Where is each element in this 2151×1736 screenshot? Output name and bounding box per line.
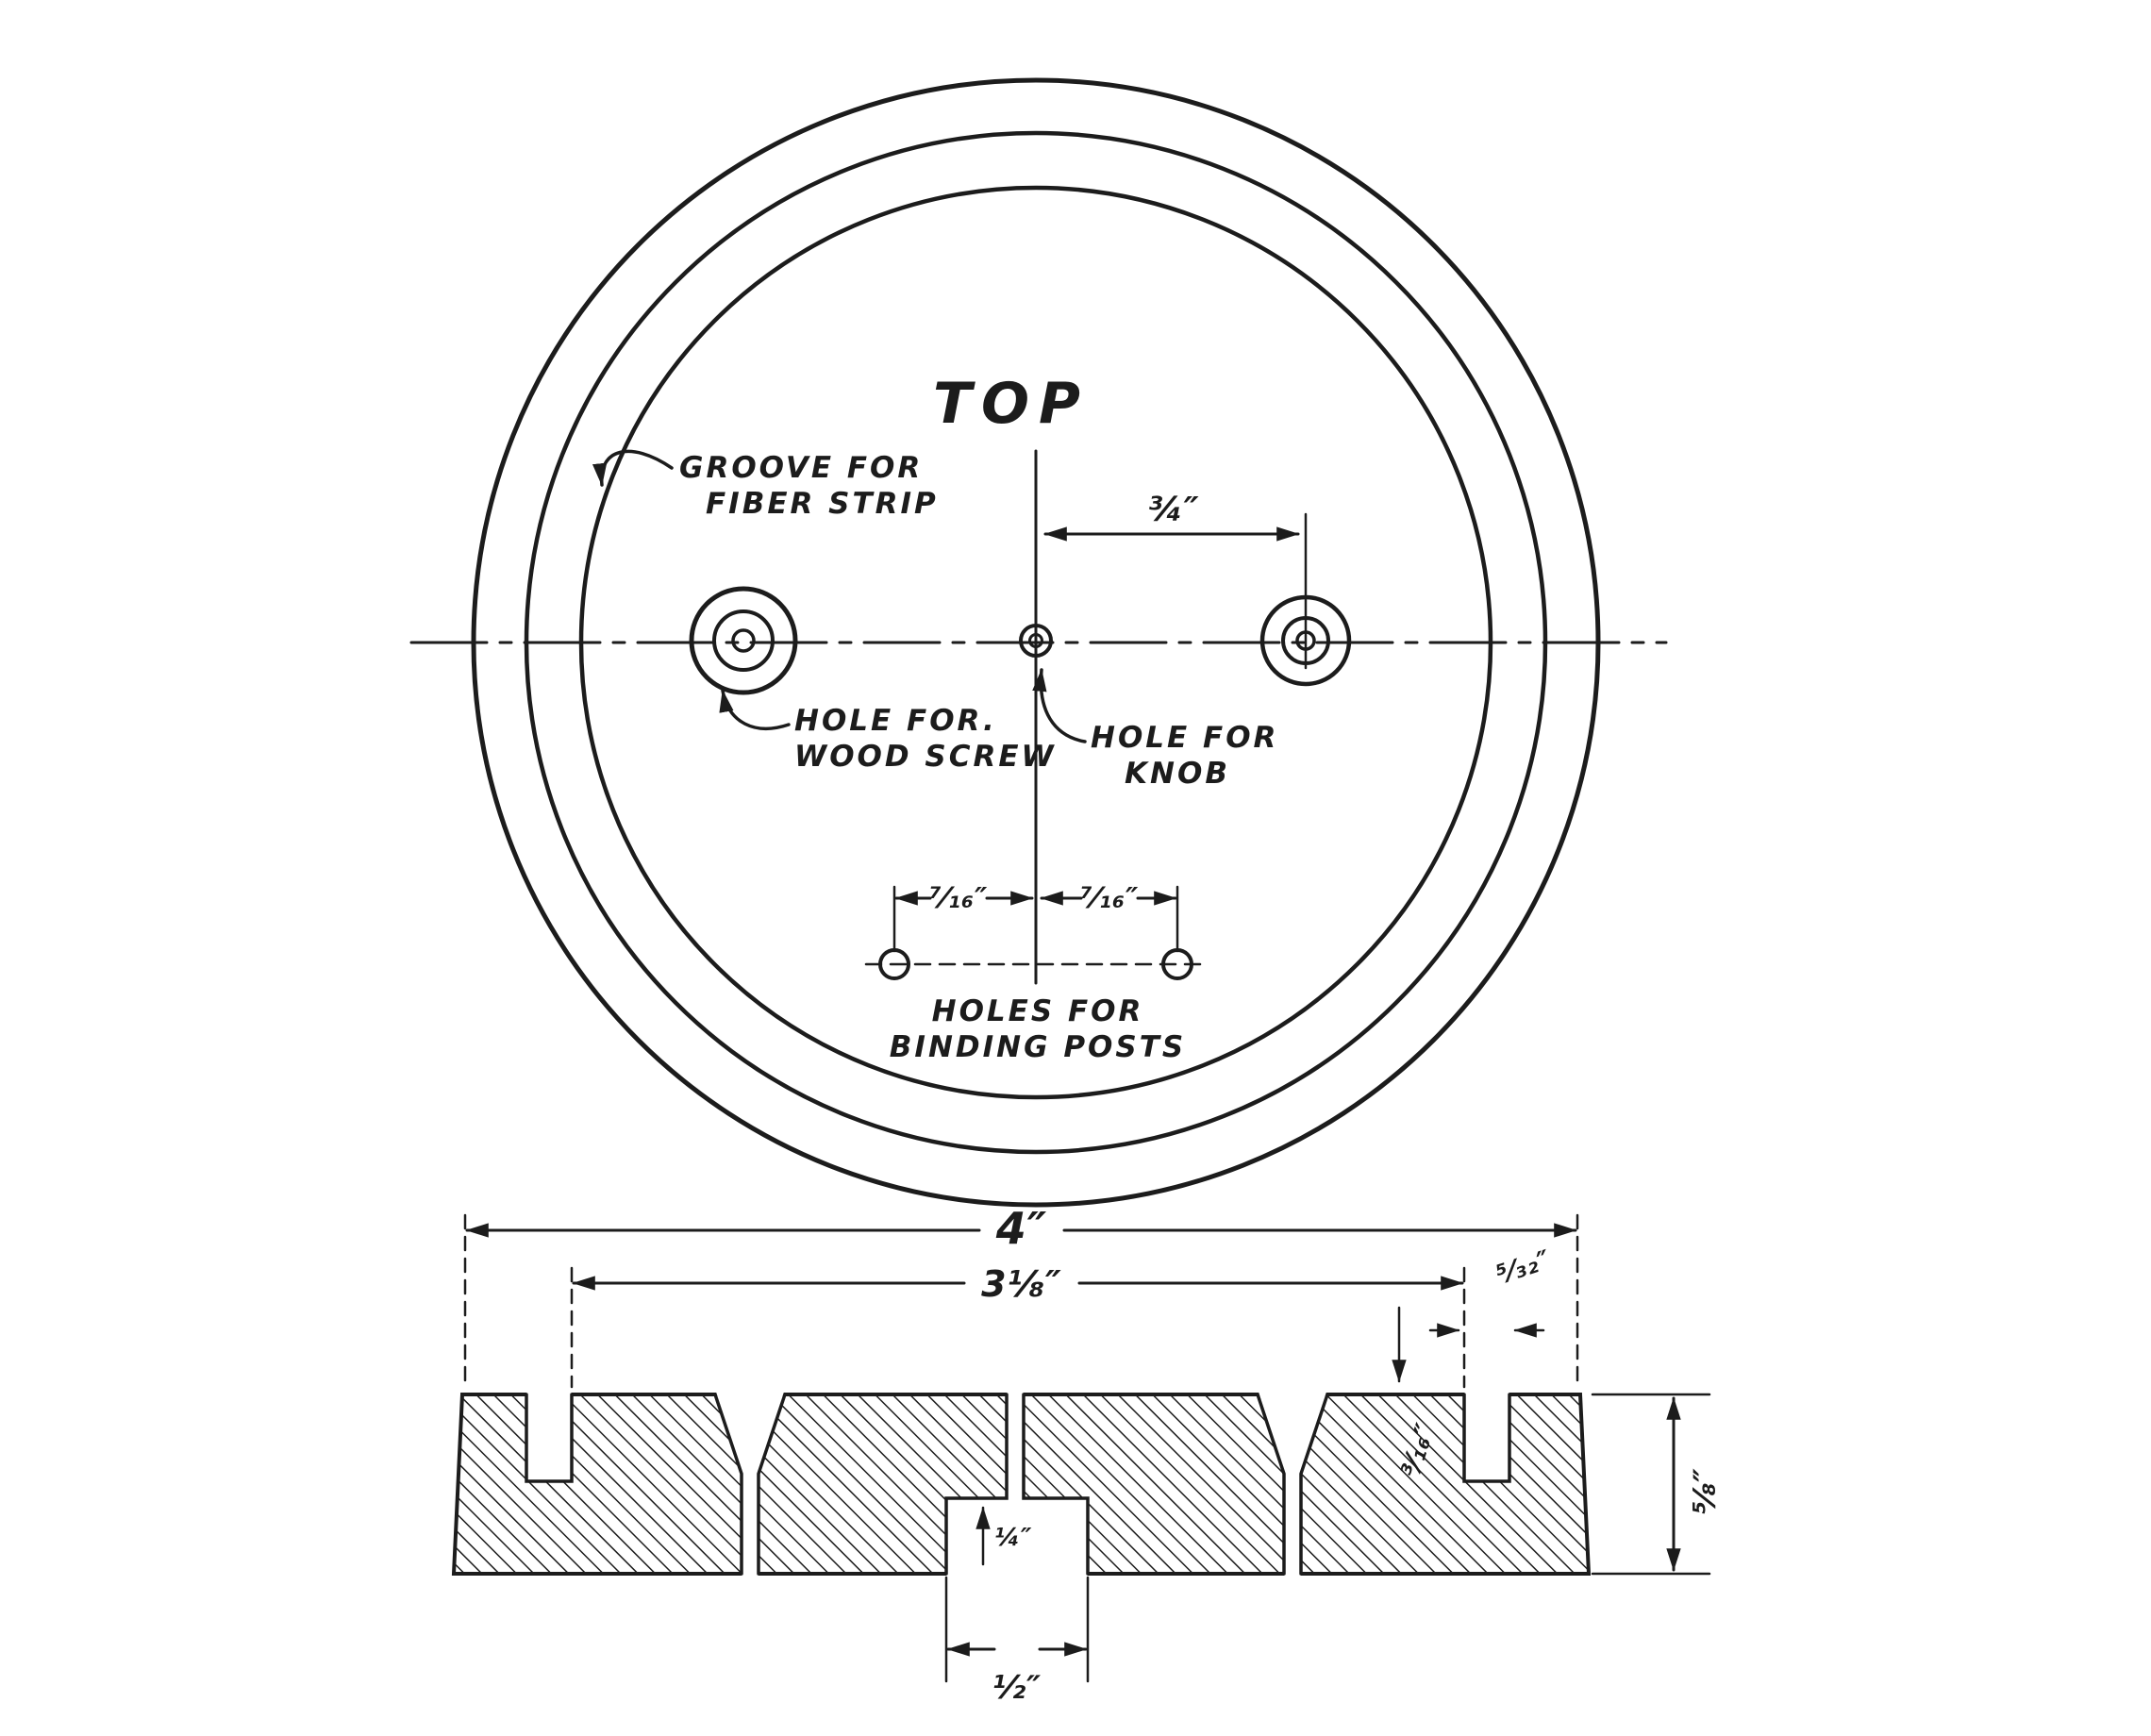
right-groove-cutout xyxy=(1464,1389,1509,1481)
knob-label-line1: HOLE FOR xyxy=(1091,721,1278,755)
left-screw-hole-cutout xyxy=(715,1389,785,1577)
wood-screw-hole-left xyxy=(689,586,798,695)
dim-thickness-label: ⅝″ xyxy=(1687,1467,1723,1513)
top-view: TOP GROOVE FOR FIBER STRIP ¾″ HOLE FOR. … xyxy=(409,77,1668,1208)
knob-leader-arrow xyxy=(1032,668,1087,743)
groove-label-line2: FIBER STRIP xyxy=(706,487,939,521)
knob-hole xyxy=(1019,624,1053,658)
dim-overall-width-label: 4″ xyxy=(995,1203,1048,1254)
groove-outer-circle xyxy=(524,130,1548,1155)
groove-leader-arrow xyxy=(592,449,674,487)
wood-screw-label-line1: HOLE FOR. xyxy=(794,704,997,738)
dim-between-grooves-label: 3⅛″ xyxy=(981,1263,1062,1305)
wood-screw-label-line2: WOOD SCREW xyxy=(794,740,1057,774)
dim-recess-depth-label: ¼″ xyxy=(994,1524,1033,1552)
dim-binding-right-label: ⁷⁄₁₆″ xyxy=(1080,882,1140,915)
dim-groove-width-label: ⁵⁄₃₂″ xyxy=(1492,1244,1555,1291)
binding-label-line1: HOLES FOR xyxy=(932,994,1144,1028)
dim-recess-width-label: ½″ xyxy=(992,1669,1042,1707)
knob-label-line2: KNOB xyxy=(1125,757,1230,791)
center-slot-recess-outline xyxy=(944,1393,1090,1576)
right-groove-outline xyxy=(1462,1393,1511,1483)
view-title: TOP xyxy=(933,371,1090,437)
left-screw-hole-outline xyxy=(713,1393,787,1576)
groove-inner-circle xyxy=(578,185,1493,1100)
section-view: ¼″ 4″ 3⅛″ ⁵⁄₃₂″ ³⁄₁₆″ ⅝″ ½″ xyxy=(451,1203,1723,1707)
dim-binding-left-label: ⁷⁄₁₆″ xyxy=(929,882,989,915)
left-groove-outline xyxy=(525,1393,574,1483)
binding-label-line2: BINDING POSTS xyxy=(890,1030,1186,1064)
right-screw-hole-cutout xyxy=(1258,1389,1327,1577)
left-groove-cutout xyxy=(526,1389,572,1481)
wood-screw-leader-arrow xyxy=(719,689,791,730)
disc-outer-edge-circle xyxy=(471,77,1601,1208)
center-slot-recess-cutout xyxy=(946,1389,1088,1577)
groove-label-line1: GROOVE FOR xyxy=(679,451,923,485)
dim-center-to-hole-label: ¾″ xyxy=(1147,491,1199,529)
right-screw-hole-outline xyxy=(1256,1393,1329,1576)
